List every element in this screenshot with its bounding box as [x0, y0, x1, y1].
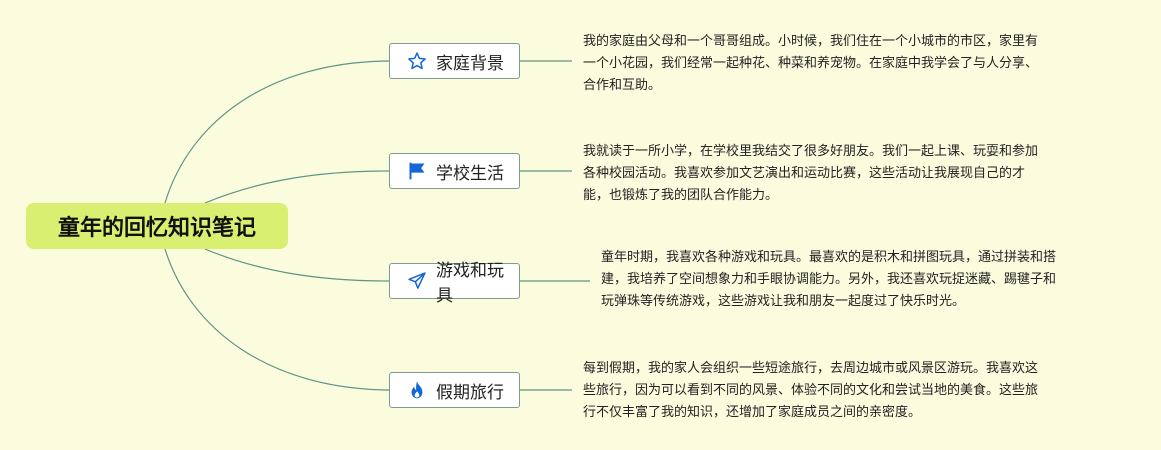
note-holiday-travel: 每到假期，我的家人会组织一些短途旅行，去周边城市或风景区游玩。我喜欢这 些旅行，… — [583, 358, 1038, 424]
topic-holiday-travel[interactable]: 假期旅行 — [389, 372, 520, 408]
note-line: 合作和互助。 — [583, 78, 662, 93]
note-line: 每到假期，我的家人会组织一些短途旅行，去周边城市或风景区游玩。我喜欢这 — [583, 361, 1039, 376]
note-line: 行不仅丰富了我的知识，还增加了家庭成员之间的亲密度。 — [583, 405, 922, 420]
topic-label: 学校生活 — [436, 163, 504, 184]
topic-label: 家庭背景 — [436, 53, 504, 74]
topic-family-background[interactable]: 家庭背景 — [389, 43, 520, 79]
flag-icon — [406, 160, 428, 182]
note-line: 玩弹珠等传统游戏，这些游戏让我和朋友一起度过了快乐时光。 — [601, 294, 966, 309]
fire-icon — [406, 379, 428, 401]
connector-root-to-topic-3 — [204, 248, 390, 282]
note-family-background: 我的家庭由父母和一个哥哥组成。小时候，我们住在一个小城市的市区，家里有 一个小花… — [583, 31, 1038, 97]
topic-games-and-toys[interactable]: 游戏和玩具 — [389, 261, 520, 306]
note-line: 能，也锻炼了我的团队合作能力。 — [583, 188, 779, 203]
connector-root-to-topic-4 — [164, 248, 390, 391]
connector-root-to-topic-2 — [204, 170, 390, 204]
topic-label: 假期旅行 — [436, 382, 504, 403]
root-topic[interactable]: 童年的回忆知识笔记 — [26, 203, 288, 249]
note-line: 建，我培养了空间想象力和手眼协调能力。另外，我还喜欢玩捉迷藏、踢毽子和 — [601, 272, 1057, 287]
connector-root-to-topic-1 — [164, 60, 390, 204]
topic-school-life[interactable]: 学校生活 — [389, 153, 520, 189]
note-line: 一个小花园，我们经常一起种花、种菜和养宠物。在家庭中我学会了与人分享、 — [583, 56, 1039, 71]
star-icon — [406, 50, 428, 72]
note-line: 我的家庭由父母和一个哥哥组成。小时候，我们住在一个小城市的市区，家里有 — [583, 34, 1039, 49]
note-school-life: 我就读于一所小学，在学校里我结交了很多好朋友。我们一起上课、玩耍和参加 各种校园… — [583, 141, 1038, 207]
note-games-and-toys: 童年时期，我喜欢各种游戏和玩具。最喜欢的是积木和拼图玩具，通过拼装和搭 建，我培… — [601, 247, 1056, 313]
topic-label: 游戏和玩具 — [436, 261, 504, 306]
note-line: 些旅行，因为可以看到不同的风景、体验不同的文化和尝试当地的美食。这些旅 — [583, 383, 1039, 398]
paper-plane-icon — [406, 270, 428, 292]
note-line: 童年时期，我喜欢各种游戏和玩具。最喜欢的是积木和拼图玩具，通过拼装和搭 — [601, 250, 1057, 265]
note-line: 我就读于一所小学，在学校里我结交了很多好朋友。我们一起上课、玩耍和参加 — [583, 144, 1039, 159]
note-line: 各种校园活动。我喜欢参加文艺演出和运动比赛，这些活动让我展现自己的才 — [583, 166, 1026, 181]
